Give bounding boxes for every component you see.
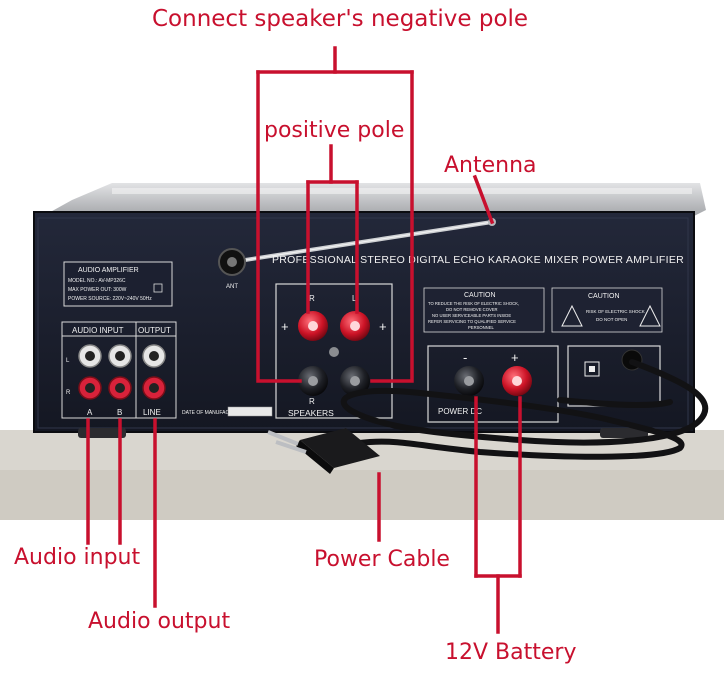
caution-label-right: CAUTION RISK OF ELECTRIC SHOCK DO NOT OP… <box>551 287 663 333</box>
channel-b-label: B <box>117 408 122 417</box>
power-dc-label: POWER DC <box>438 407 482 416</box>
positive-pole-callout: positive pole <box>264 118 405 143</box>
battery-plus-sign: + <box>511 350 519 365</box>
audio-input-callout: Audio input <box>14 545 141 570</box>
antenna-callout: Antenna <box>444 153 537 178</box>
warning-icon <box>639 304 661 327</box>
speaker-terminal-frame <box>275 283 393 419</box>
output-label: OUTPUT <box>138 326 171 335</box>
battery-callout: 12V Battery <box>445 640 577 665</box>
battery-minus-sign: - <box>463 350 467 365</box>
speaker-l-top: L <box>352 294 357 303</box>
nameplate-power-source: POWER SOURCE: 220V~240V 50Hz <box>68 296 152 302</box>
power-switch-icon <box>584 361 600 377</box>
speaker-r-top: R <box>309 294 315 303</box>
caution-left-line: REFER SERVICING TO QUALIFIED SERVICE <box>428 319 516 324</box>
battery-terminal-frame <box>427 345 559 423</box>
caution-left-line: PERSONNEL <box>468 325 495 330</box>
speaker-plus-left: + <box>281 319 289 334</box>
audio-io-frame <box>61 321 177 419</box>
caution-right-line: DO NOT OPEN <box>596 317 627 322</box>
power-cable <box>317 359 709 460</box>
ant-label: ANT <box>226 284 238 290</box>
speaker-r-bottom: R <box>309 397 315 406</box>
row-l-label: L <box>66 358 70 364</box>
warning-icon <box>561 304 583 327</box>
caution-label-left: CAUTION TO REDUCE THE RISK OF ELECTRIC S… <box>423 287 545 333</box>
channel-line-label: LINE <box>143 408 161 417</box>
rca-jack-group <box>78 344 166 400</box>
speaker-plus-right: + <box>379 319 387 334</box>
date-label: DATE OF MANUFACTURE <box>182 410 243 416</box>
caution-left-line: TO REDUCE THE RISK OF ELECTRIC SHOCK, <box>428 301 519 306</box>
nameplate-model: MODEL NO.: AV-MP326C <box>68 278 126 284</box>
channel-a-label: A <box>87 408 93 417</box>
caution-left-line: NO USER SERVICEABLE PARTS INSIDE <box>432 313 511 318</box>
speakers-label: SPEAKERS <box>288 408 334 418</box>
audio-output-callout: Audio output <box>88 609 231 634</box>
negative-pole-callout: Connect speaker's negative pole <box>152 6 529 32</box>
row-r-label: R <box>66 390 71 396</box>
caution-left-title: CAUTION <box>464 292 496 299</box>
caution-right-line: RISK OF ELECTRIC SHOCK <box>586 309 645 314</box>
annotation-lines <box>86 46 522 634</box>
power-cable-callout: Power Cable <box>314 547 450 572</box>
nameplate-max-power: MAX POWER OUT: 300W <box>68 287 127 293</box>
audio-input-label: AUDIO INPUT <box>72 326 124 335</box>
nameplate-title: AUDIO AMPLIFIER <box>78 267 139 274</box>
caution-left-line: DO NOT REMOVE COVER <box>446 307 498 312</box>
panel-header: PROFESSIONAL STEREO DIGITAL ECHO KARAOKE… <box>272 254 684 266</box>
power-plug <box>267 428 380 474</box>
caution-right-title: CAUTION <box>588 293 620 300</box>
